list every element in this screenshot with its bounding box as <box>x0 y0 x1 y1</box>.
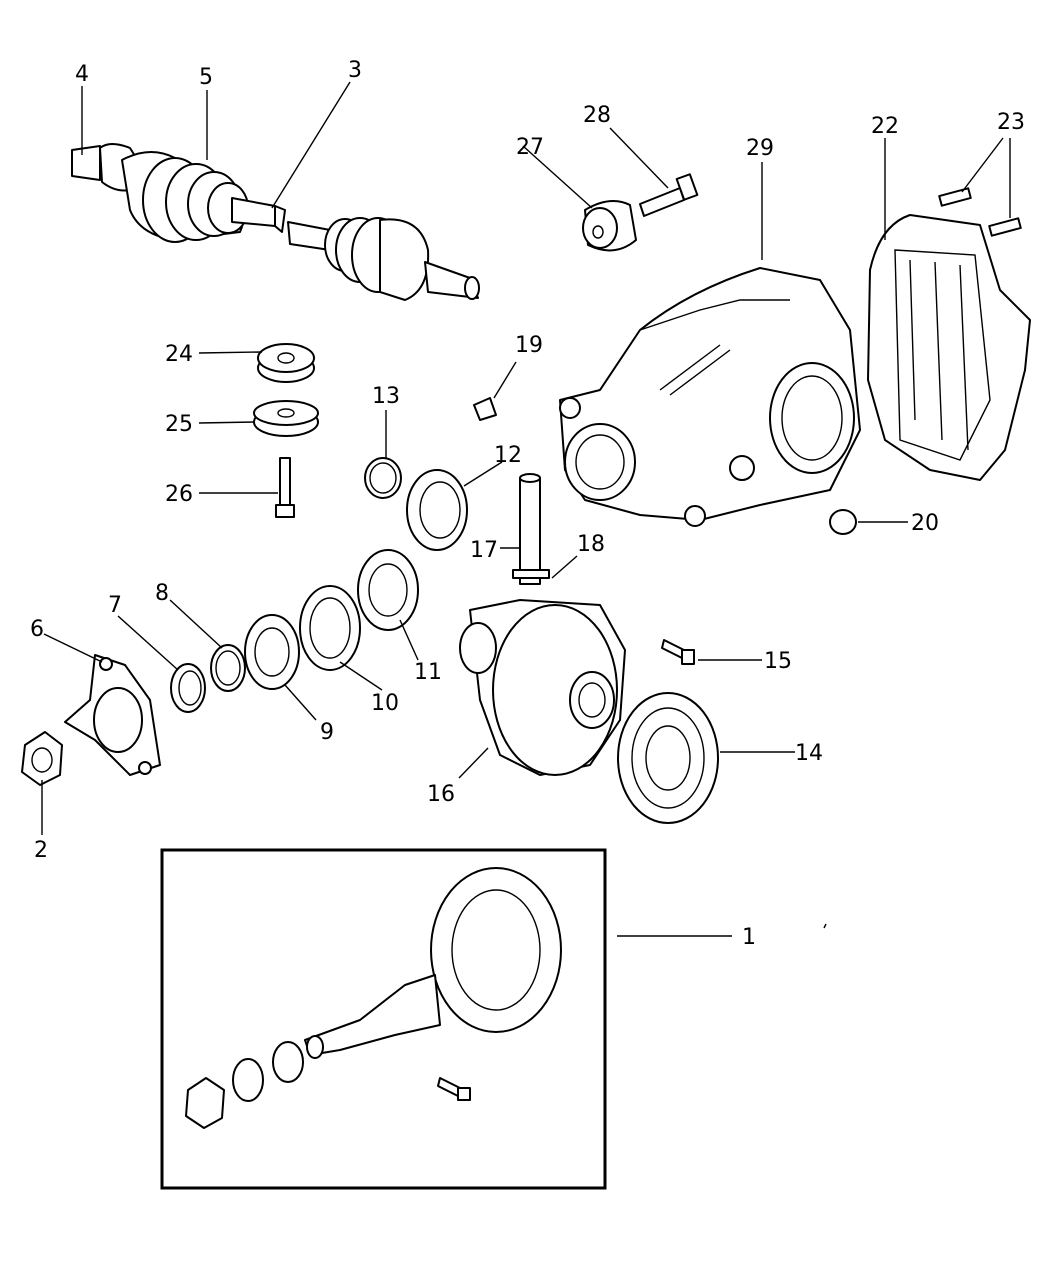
pinion-nut[interactable] <box>21 731 63 786</box>
callout-23[interactable]: 23 <box>997 110 1025 135</box>
callout-17[interactable]: 17 <box>470 538 498 563</box>
pinion-bearing-inner[interactable] <box>357 549 419 631</box>
callout-24[interactable]: 24 <box>165 342 193 367</box>
callout-9[interactable]: 9 <box>320 720 334 745</box>
callout-5[interactable]: 5 <box>199 65 213 90</box>
kit-ring-gear[interactable] <box>430 867 562 1033</box>
leader-lines <box>41 81 1011 937</box>
bearing-cup[interactable] <box>299 585 361 671</box>
kit-pinion-nut[interactable] <box>185 1077 225 1129</box>
callout-4[interactable]: 4 <box>75 62 89 87</box>
housing-cover[interactable] <box>867 214 1031 481</box>
bushing[interactable] <box>582 200 637 252</box>
collapsible-spacer[interactable] <box>210 644 246 692</box>
fill-plug[interactable] <box>829 509 857 535</box>
callout-16[interactable]: 16 <box>427 782 455 807</box>
half-shaft-assembly[interactable] <box>71 143 480 301</box>
differential-housing[interactable] <box>559 267 861 527</box>
callout-labels: 1 2 3 4 5 6 7 8 9 10 11 12 13 14 15 16 1… <box>30 58 1025 950</box>
ring-and-pinion-kit-box <box>160 848 607 1190</box>
callout-2[interactable]: 2 <box>34 838 48 863</box>
side-bearing[interactable] <box>406 469 468 551</box>
pinion-shaft[interactable] <box>519 473 541 585</box>
pinion-seal[interactable] <box>170 663 206 713</box>
callout-20[interactable]: 20 <box>911 511 939 536</box>
kit-seal[interactable] <box>232 1058 264 1102</box>
callout-12[interactable]: 12 <box>494 443 522 468</box>
callout-6[interactable]: 6 <box>30 617 44 642</box>
callout-28[interactable]: 28 <box>583 103 611 128</box>
ring-gear[interactable] <box>617 692 719 824</box>
kit-pinion-gear[interactable] <box>304 974 441 1059</box>
callout-3[interactable]: 3 <box>348 58 362 83</box>
lower-isolator[interactable] <box>253 400 319 437</box>
callout-10[interactable]: 10 <box>371 691 399 716</box>
pinion-bearing-outer[interactable] <box>244 614 300 690</box>
callout-18[interactable]: 18 <box>577 532 605 557</box>
callout-15[interactable]: 15 <box>764 649 792 674</box>
callout-19[interactable]: 19 <box>515 333 543 358</box>
kit-spacer[interactable] <box>272 1041 304 1083</box>
companion-flange[interactable] <box>64 654 161 776</box>
differential-case[interactable] <box>459 599 626 776</box>
isolator-bolt[interactable] <box>275 457 295 518</box>
callout-7[interactable]: 7 <box>108 593 122 618</box>
ring-gear-bolt[interactable] <box>661 639 695 665</box>
callout-1[interactable]: 1 <box>742 925 756 950</box>
bolt[interactable] <box>639 173 699 217</box>
callout-25[interactable]: 25 <box>165 412 193 437</box>
callout-8[interactable]: 8 <box>155 581 169 606</box>
callout-13[interactable]: 13 <box>372 384 400 409</box>
callout-27[interactable]: 27 <box>516 135 544 160</box>
callout-11[interactable]: 11 <box>414 660 442 685</box>
lock-pin[interactable] <box>512 569 550 579</box>
stray-mark <box>823 923 827 929</box>
kit-bolt[interactable] <box>437 1077 471 1101</box>
callout-22[interactable]: 22 <box>871 114 899 139</box>
callout-14[interactable]: 14 <box>795 741 823 766</box>
upper-isolator[interactable] <box>257 343 315 383</box>
callout-26[interactable]: 26 <box>165 482 193 507</box>
snap-ring[interactable] <box>364 457 402 499</box>
cover-bolts[interactable] <box>938 187 1022 237</box>
clip[interactable] <box>473 397 497 421</box>
callout-29[interactable]: 29 <box>746 136 774 161</box>
